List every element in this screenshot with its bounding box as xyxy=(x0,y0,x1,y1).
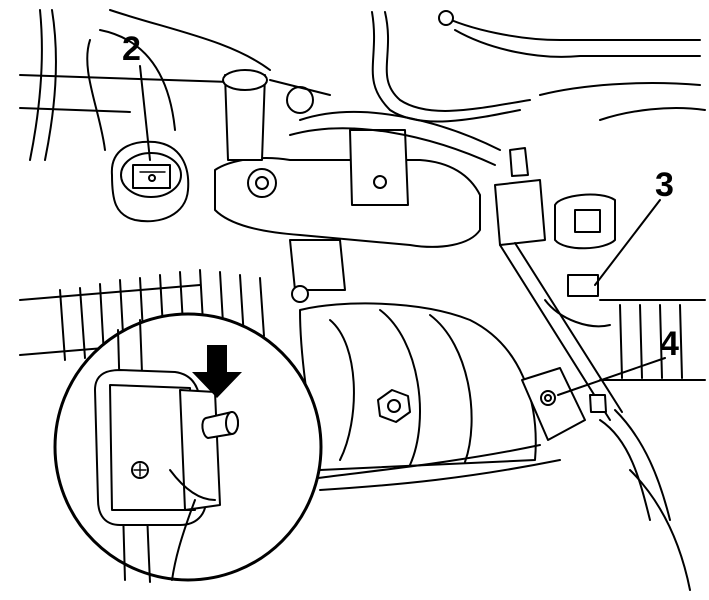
background-hoses xyxy=(19,9,706,161)
callout-label-3: 3 xyxy=(655,166,674,204)
down-arrow-icon xyxy=(192,345,242,398)
right-linkage xyxy=(494,147,623,421)
callout-2: 2 xyxy=(122,30,151,161)
callout-label-2: 2 xyxy=(122,30,141,68)
detail-magnifier xyxy=(53,312,323,583)
left-mount xyxy=(86,29,190,223)
sensor-bracket xyxy=(521,367,691,591)
control-arm xyxy=(214,69,501,291)
wheel-hub xyxy=(291,285,537,471)
magnifier-connector xyxy=(317,444,541,479)
magnifier-connector-2 xyxy=(319,459,561,491)
callout-3: 3 xyxy=(594,166,674,286)
callout-label-4: 4 xyxy=(660,325,679,363)
callout-4: 4 xyxy=(557,325,679,396)
